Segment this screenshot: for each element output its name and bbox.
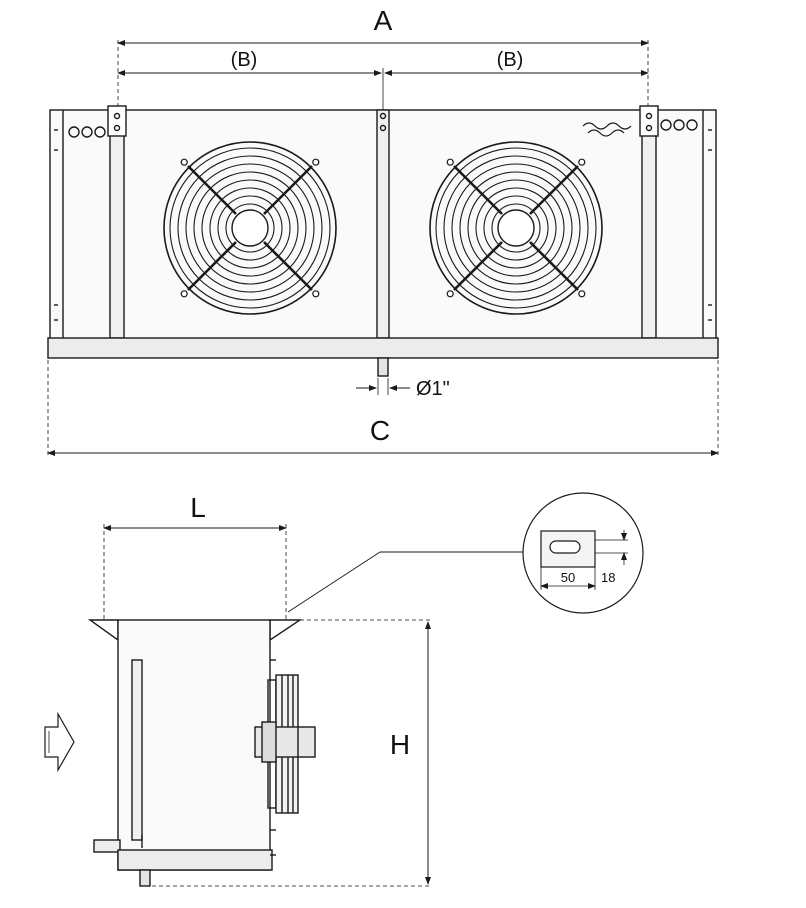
dimension-h: H bbox=[152, 619, 432, 887]
fan-guard-right bbox=[429, 141, 603, 315]
fan-guard-ring bbox=[491, 203, 541, 253]
fan-bolt bbox=[180, 290, 188, 298]
fan-strut bbox=[529, 241, 579, 291]
fan-outer-ring bbox=[429, 141, 603, 315]
fan-strut bbox=[453, 165, 503, 215]
fan-strut bbox=[453, 241, 503, 291]
fan-guard-ring bbox=[467, 179, 565, 277]
fan-guard-left bbox=[163, 141, 337, 315]
dimension-l: L bbox=[103, 492, 287, 620]
fan-hub bbox=[497, 209, 535, 247]
fan-guard-ring bbox=[185, 163, 315, 293]
fan-bolt bbox=[578, 290, 586, 298]
fan-guard-ring bbox=[169, 147, 331, 309]
airflow-arrow-icon bbox=[44, 711, 75, 773]
fan-guard-ring bbox=[483, 195, 549, 261]
slot-length-label: 50 bbox=[561, 570, 575, 585]
fan-guard-ring bbox=[177, 155, 323, 301]
housing-front bbox=[49, 105, 717, 341]
dim-h-label: H bbox=[390, 729, 410, 760]
dim-c-label: C bbox=[370, 415, 390, 446]
fan-bolt bbox=[446, 290, 454, 298]
dim-l-label: L bbox=[190, 492, 206, 523]
dim-b-left-label: (B) bbox=[231, 49, 258, 71]
fan-guard-ring bbox=[451, 163, 581, 293]
fan-guard-ring bbox=[193, 171, 307, 285]
brand-logo bbox=[582, 122, 632, 137]
drain-diameter-label: Ø1" bbox=[416, 378, 450, 400]
fan-strut bbox=[263, 241, 313, 291]
dim-a-label: A bbox=[374, 5, 393, 36]
fan-strut bbox=[187, 165, 237, 215]
fan-strut bbox=[529, 165, 579, 215]
fan-guard-ring bbox=[217, 195, 283, 261]
fan-bolt bbox=[446, 158, 454, 166]
slot-detail: 50 18 bbox=[522, 492, 644, 614]
drain-dimension: Ø1" bbox=[356, 378, 450, 400]
fan-guard-ring bbox=[209, 187, 291, 269]
side-view: L bbox=[44, 492, 526, 887]
fan-strut bbox=[187, 241, 237, 291]
fan-guard-ring bbox=[459, 171, 573, 285]
fan-bolt bbox=[180, 158, 188, 166]
fan-motor-side bbox=[254, 674, 316, 814]
dim-b-right-label: (B) bbox=[497, 49, 524, 71]
dimension-b: (B) (B) bbox=[117, 49, 649, 110]
slot-height-label: 18 bbox=[601, 570, 615, 585]
front-view: A (B) (B) bbox=[47, 5, 719, 458]
fan-bolt bbox=[312, 290, 320, 298]
dimension-c: C bbox=[47, 360, 719, 458]
fan-hub bbox=[231, 209, 269, 247]
fan-guard-ring bbox=[435, 147, 597, 309]
detail-leader bbox=[287, 551, 381, 613]
fan-outer-ring bbox=[163, 141, 337, 315]
fan-guard-ring bbox=[475, 187, 557, 269]
fan-bolt bbox=[578, 158, 586, 166]
fan-guard-ring bbox=[443, 155, 589, 301]
fan-guard-ring bbox=[201, 179, 299, 277]
fan-strut bbox=[263, 165, 313, 215]
fan-bolt bbox=[312, 158, 320, 166]
drain-tray bbox=[47, 337, 719, 377]
fan-guard-ring bbox=[225, 203, 275, 253]
housing-side bbox=[87, 619, 303, 887]
